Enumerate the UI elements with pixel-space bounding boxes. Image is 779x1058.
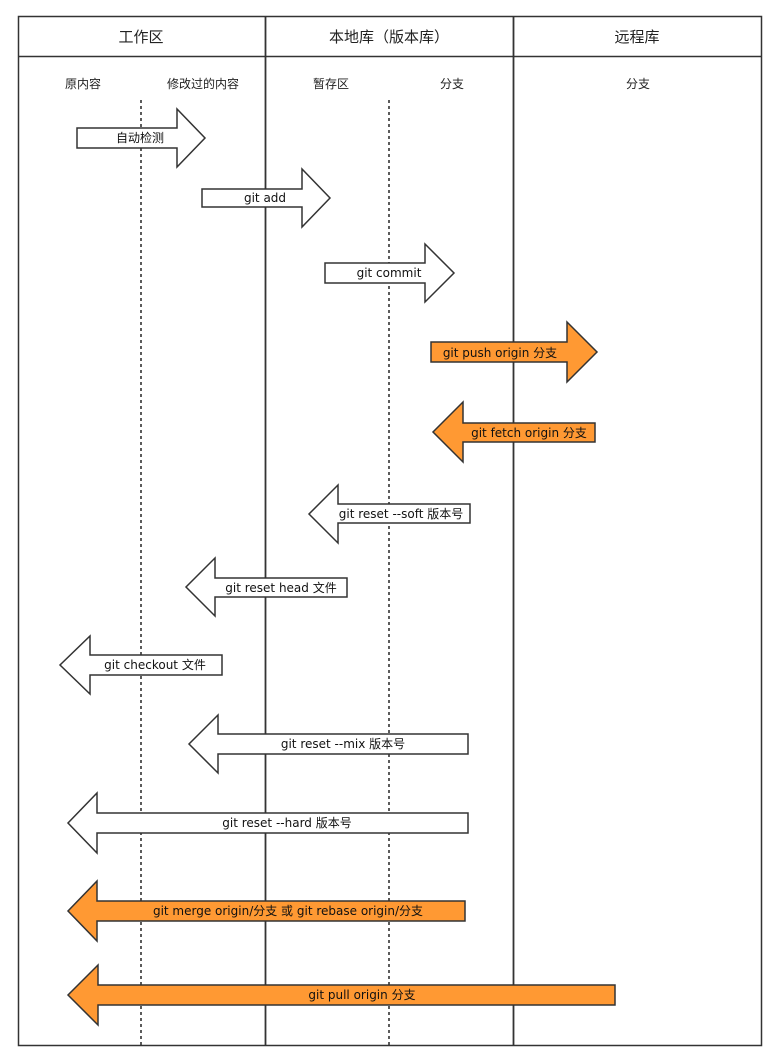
auto-detect-arrow: 自动检测 [76,107,207,169]
arrow-label: git commit [357,266,422,280]
git-merge-rebase-arrow: git merge origin/分支 或 git rebase origin/… [66,879,466,943]
arrow-shape [58,634,223,696]
arrow-label: git reset head 文件 [225,580,336,595]
arrow-shape [430,320,599,384]
local-branch-subheader: 分支 [440,77,464,91]
arrow-label: git reset --soft 版本号 [339,507,463,521]
staging-area-subheader: 暂存区 [313,77,349,91]
git-push-arrow: git push origin 分支 [430,320,599,384]
original-content-subheader: 原内容 [65,76,101,91]
arrow-shape [324,242,456,304]
arrow-label: git reset --mix 版本号 [281,737,405,751]
git-reset-hard-arrow: git reset --hard 版本号 [66,791,469,855]
arrow-label: git fetch origin 分支 [471,426,587,440]
git-commit-arrow: git commit [324,242,456,304]
git-add-arrow: git add [201,167,332,229]
arrow-label: git merge origin/分支 或 git rebase origin/… [153,904,423,918]
arrow-shape [201,167,332,229]
git-reset-mix-arrow: git reset --mix 版本号 [187,713,469,775]
arrow-shape [307,483,471,545]
arrow-label: git pull origin 分支 [308,988,415,1002]
git-checkout-arrow: git checkout 文件 [58,634,223,696]
workspace-header: 工作区 [118,28,163,46]
arrow-label: git push origin 分支 [443,346,557,360]
remote-repo-header: 远程库 [614,28,659,46]
diagram-frame [17,15,763,1047]
arrow-label: git add [244,191,286,205]
local-repo-header: 本地库（版本库） [329,28,449,46]
arrow-shape [431,400,596,464]
git-reset-head-arrow: git reset head 文件 [184,556,348,618]
arrow-shape [66,879,466,943]
arrow-shape [187,713,469,775]
git-reset-soft-arrow: git reset --soft 版本号 [307,483,471,545]
git-fetch-arrow: git fetch origin 分支 [431,400,596,464]
remote-branch-subheader: 分支 [626,77,650,91]
arrow-label: git reset --hard 版本号 [222,816,351,830]
arrow-shape [66,791,469,855]
arrow-shape [76,107,207,169]
arrow-label: 自动检测 [116,130,164,145]
git-pull-arrow: git pull origin 分支 [66,963,616,1027]
arrow-label: git checkout 文件 [104,657,206,672]
arrow-shape [66,963,616,1027]
modified-content-subheader: 修改过的内容 [167,76,239,91]
arrow-shape [184,556,348,618]
